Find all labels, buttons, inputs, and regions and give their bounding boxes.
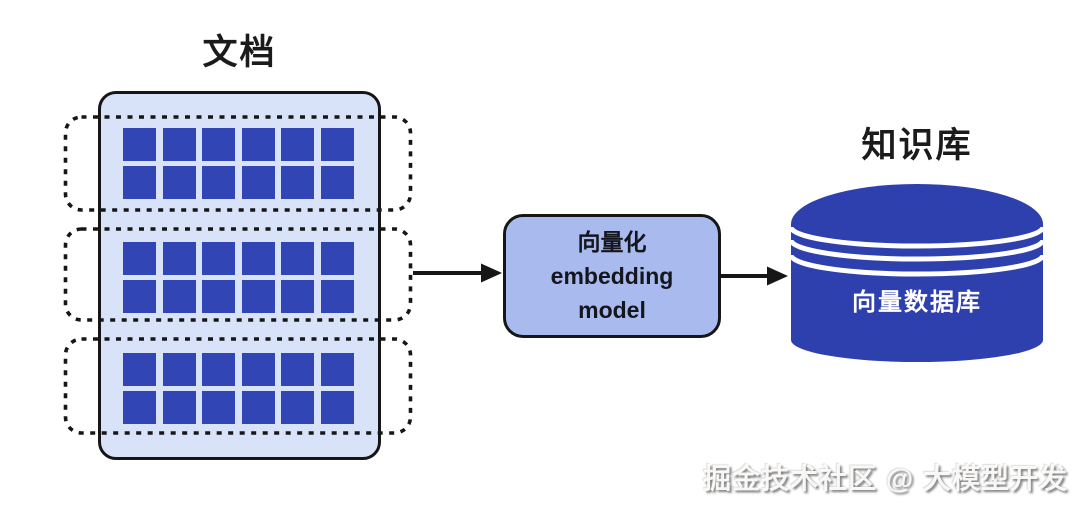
vector-square (123, 128, 156, 161)
knowledge-base-title: 知识库 (861, 126, 973, 165)
vector-square (320, 280, 354, 313)
vector-square (162, 353, 196, 386)
watermark-text: 掘金技术社区 @ 大模型开发 (703, 463, 1068, 494)
vector-square (123, 280, 156, 313)
vector-square (123, 391, 156, 424)
vector-square (123, 166, 156, 199)
vector-square (281, 166, 315, 199)
vector-square (241, 242, 275, 275)
document-title: 文档 (202, 33, 277, 72)
vector-square (281, 128, 315, 161)
cylinder-stripe-1 (788, 226, 1046, 249)
chunk-grid-1 (123, 128, 354, 199)
vector-square (320, 128, 354, 161)
vector-square (320, 391, 354, 424)
vector-db-cylinder: 向量数据库 (788, 182, 1046, 364)
chunk-grid-3 (123, 353, 354, 424)
vector-square (281, 280, 315, 313)
vector-square (281, 242, 315, 275)
chunk-grid-2 (123, 242, 354, 313)
vector-square (241, 128, 275, 161)
vector-square (162, 391, 196, 424)
embedding-label-line-2: embedding (550, 263, 674, 289)
vector-square (202, 353, 236, 386)
vector-square (320, 242, 354, 275)
vector-square (162, 242, 196, 275)
vector-square (281, 353, 315, 386)
embedding-label-line-1: 向量化 (577, 229, 647, 255)
cylinder-stripe-2 (788, 239, 1046, 262)
vector-square (202, 166, 236, 199)
vector-db-label: 向量数据库 (852, 288, 982, 316)
vector-square (162, 280, 196, 313)
embedding-model-box: 向量化 embedding model (503, 214, 721, 338)
arrow-doc-to-embedding (413, 263, 502, 283)
vector-square (320, 353, 354, 386)
vector-square (281, 391, 315, 424)
vector-square (202, 391, 236, 424)
vector-square (123, 353, 156, 386)
vector-square (241, 166, 275, 199)
vector-square (241, 280, 275, 313)
vector-square (123, 242, 156, 275)
vector-square (162, 128, 196, 161)
vector-square (241, 391, 275, 424)
vector-square (202, 128, 236, 161)
arrow-embedding-to-db (721, 266, 788, 286)
vector-square (320, 166, 354, 199)
vector-square (202, 280, 236, 313)
vector-square (162, 166, 196, 199)
vector-square (202, 242, 236, 275)
vector-square (241, 353, 275, 386)
embedding-label-line-3: model (578, 297, 646, 323)
cylinder-stripe-3 (788, 254, 1046, 277)
